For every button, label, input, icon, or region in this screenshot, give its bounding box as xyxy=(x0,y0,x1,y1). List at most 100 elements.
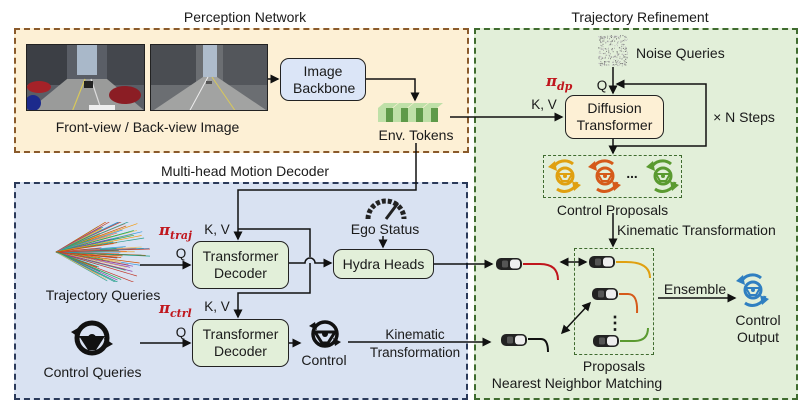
noise-dot xyxy=(602,63,604,65)
arrow-nn-match-diag xyxy=(560,301,592,335)
noise-dot xyxy=(624,53,626,55)
noise-dot xyxy=(611,44,613,46)
trajectory-line xyxy=(55,251,118,259)
ensemble-label: Ensemble xyxy=(663,281,727,297)
noise-dot xyxy=(600,38,602,40)
noise-dot xyxy=(625,48,627,50)
noise-dot xyxy=(624,49,626,50)
noise-dot xyxy=(619,58,621,59)
noise-dot xyxy=(610,58,611,60)
noise-dot xyxy=(620,35,621,37)
diffusion-transformer-label: Diffusion Transformer xyxy=(576,100,653,133)
car-proposal-3 xyxy=(593,335,619,347)
token-block xyxy=(408,103,428,122)
noise-dot xyxy=(608,61,610,63)
noise-dot xyxy=(606,64,608,66)
noise-dot xyxy=(599,36,601,38)
trajectory-line xyxy=(55,251,133,272)
noise-dot xyxy=(624,64,626,66)
noise-dot xyxy=(602,46,604,48)
hydra-heads-label: Hydra Heads xyxy=(342,255,425,272)
noise-dot xyxy=(599,56,601,58)
noise-dot xyxy=(612,38,614,40)
noise-dot xyxy=(621,47,623,49)
noise-dot xyxy=(614,54,616,56)
noise-dot xyxy=(601,41,603,43)
pi-dp-label: πdp xyxy=(546,72,572,93)
noise-dot xyxy=(611,36,613,37)
noise-dot xyxy=(607,37,608,39)
noise-dot xyxy=(605,48,607,50)
perception-title: Perception Network xyxy=(183,9,307,25)
noise-dot xyxy=(616,53,618,55)
back-view-image xyxy=(150,44,268,111)
noise-dot xyxy=(599,59,601,61)
noise-dot xyxy=(609,38,610,40)
n-steps-label: × N Steps xyxy=(713,109,775,125)
noise-dot xyxy=(622,62,624,64)
noise-dot xyxy=(605,61,607,63)
transformer-decoder-top: Transformer Decoder xyxy=(192,241,289,289)
noise-dot xyxy=(612,61,614,63)
noise-dot xyxy=(608,60,610,62)
proposal-icon-yellow xyxy=(548,159,581,193)
noise-dot xyxy=(612,56,614,58)
noise-dot xyxy=(618,53,620,55)
car-control-output xyxy=(501,334,527,346)
q-label-top: Q xyxy=(175,246,187,261)
arrow-bump xyxy=(289,257,333,268)
noise-dot xyxy=(612,56,614,58)
noise-dot xyxy=(619,64,621,66)
line-kv-branch xyxy=(238,228,311,317)
noise-dot xyxy=(599,38,601,40)
noise-dot xyxy=(603,63,605,65)
noise-dot xyxy=(625,47,627,49)
noise-dot xyxy=(617,61,619,63)
noise-dot xyxy=(601,48,603,50)
noise-dot xyxy=(604,64,606,66)
control-queries-icon xyxy=(71,320,113,356)
noise-dot xyxy=(616,52,618,54)
noise-dot xyxy=(621,45,623,47)
noise-dot xyxy=(617,37,619,39)
noise-dot xyxy=(611,48,613,50)
control-icon xyxy=(309,320,341,348)
noise-dot xyxy=(617,45,618,47)
noise-dot xyxy=(610,43,612,45)
front-view-image xyxy=(26,44,145,111)
noise-dot xyxy=(621,54,623,55)
noise-dot xyxy=(624,46,626,48)
noise-dot xyxy=(616,51,618,53)
noise-dot xyxy=(619,36,621,38)
proposals-vdots: ⋮ xyxy=(606,313,624,333)
noise-dot xyxy=(620,42,622,43)
noise-dot xyxy=(626,57,628,59)
noise-dot xyxy=(600,63,602,65)
noise-dot xyxy=(616,56,618,58)
token-block xyxy=(423,103,443,122)
noise-dot xyxy=(617,36,619,38)
noise-dot xyxy=(622,47,624,49)
noise-dot xyxy=(619,61,621,62)
noise-dot xyxy=(600,35,602,37)
noise-dot xyxy=(611,49,613,51)
noise-dot xyxy=(613,64,615,65)
noise-dot xyxy=(616,38,617,40)
noise-dot xyxy=(621,63,623,64)
noise-dot xyxy=(611,48,613,50)
noise-dot xyxy=(627,51,628,53)
noise-dot xyxy=(620,40,622,42)
noise-dot xyxy=(598,37,600,39)
noise-dot xyxy=(611,56,612,58)
noise-dot xyxy=(608,41,610,43)
trajectory-line xyxy=(55,251,150,257)
noise-dot xyxy=(608,54,610,56)
proposal-icon-orange xyxy=(588,159,621,193)
trajectory-proposal-3 xyxy=(620,327,649,342)
noise-dot xyxy=(625,37,627,38)
noise-dot xyxy=(608,52,610,54)
noise-dot xyxy=(603,36,605,38)
noise-dot xyxy=(614,45,616,47)
noise-dot xyxy=(603,40,605,42)
